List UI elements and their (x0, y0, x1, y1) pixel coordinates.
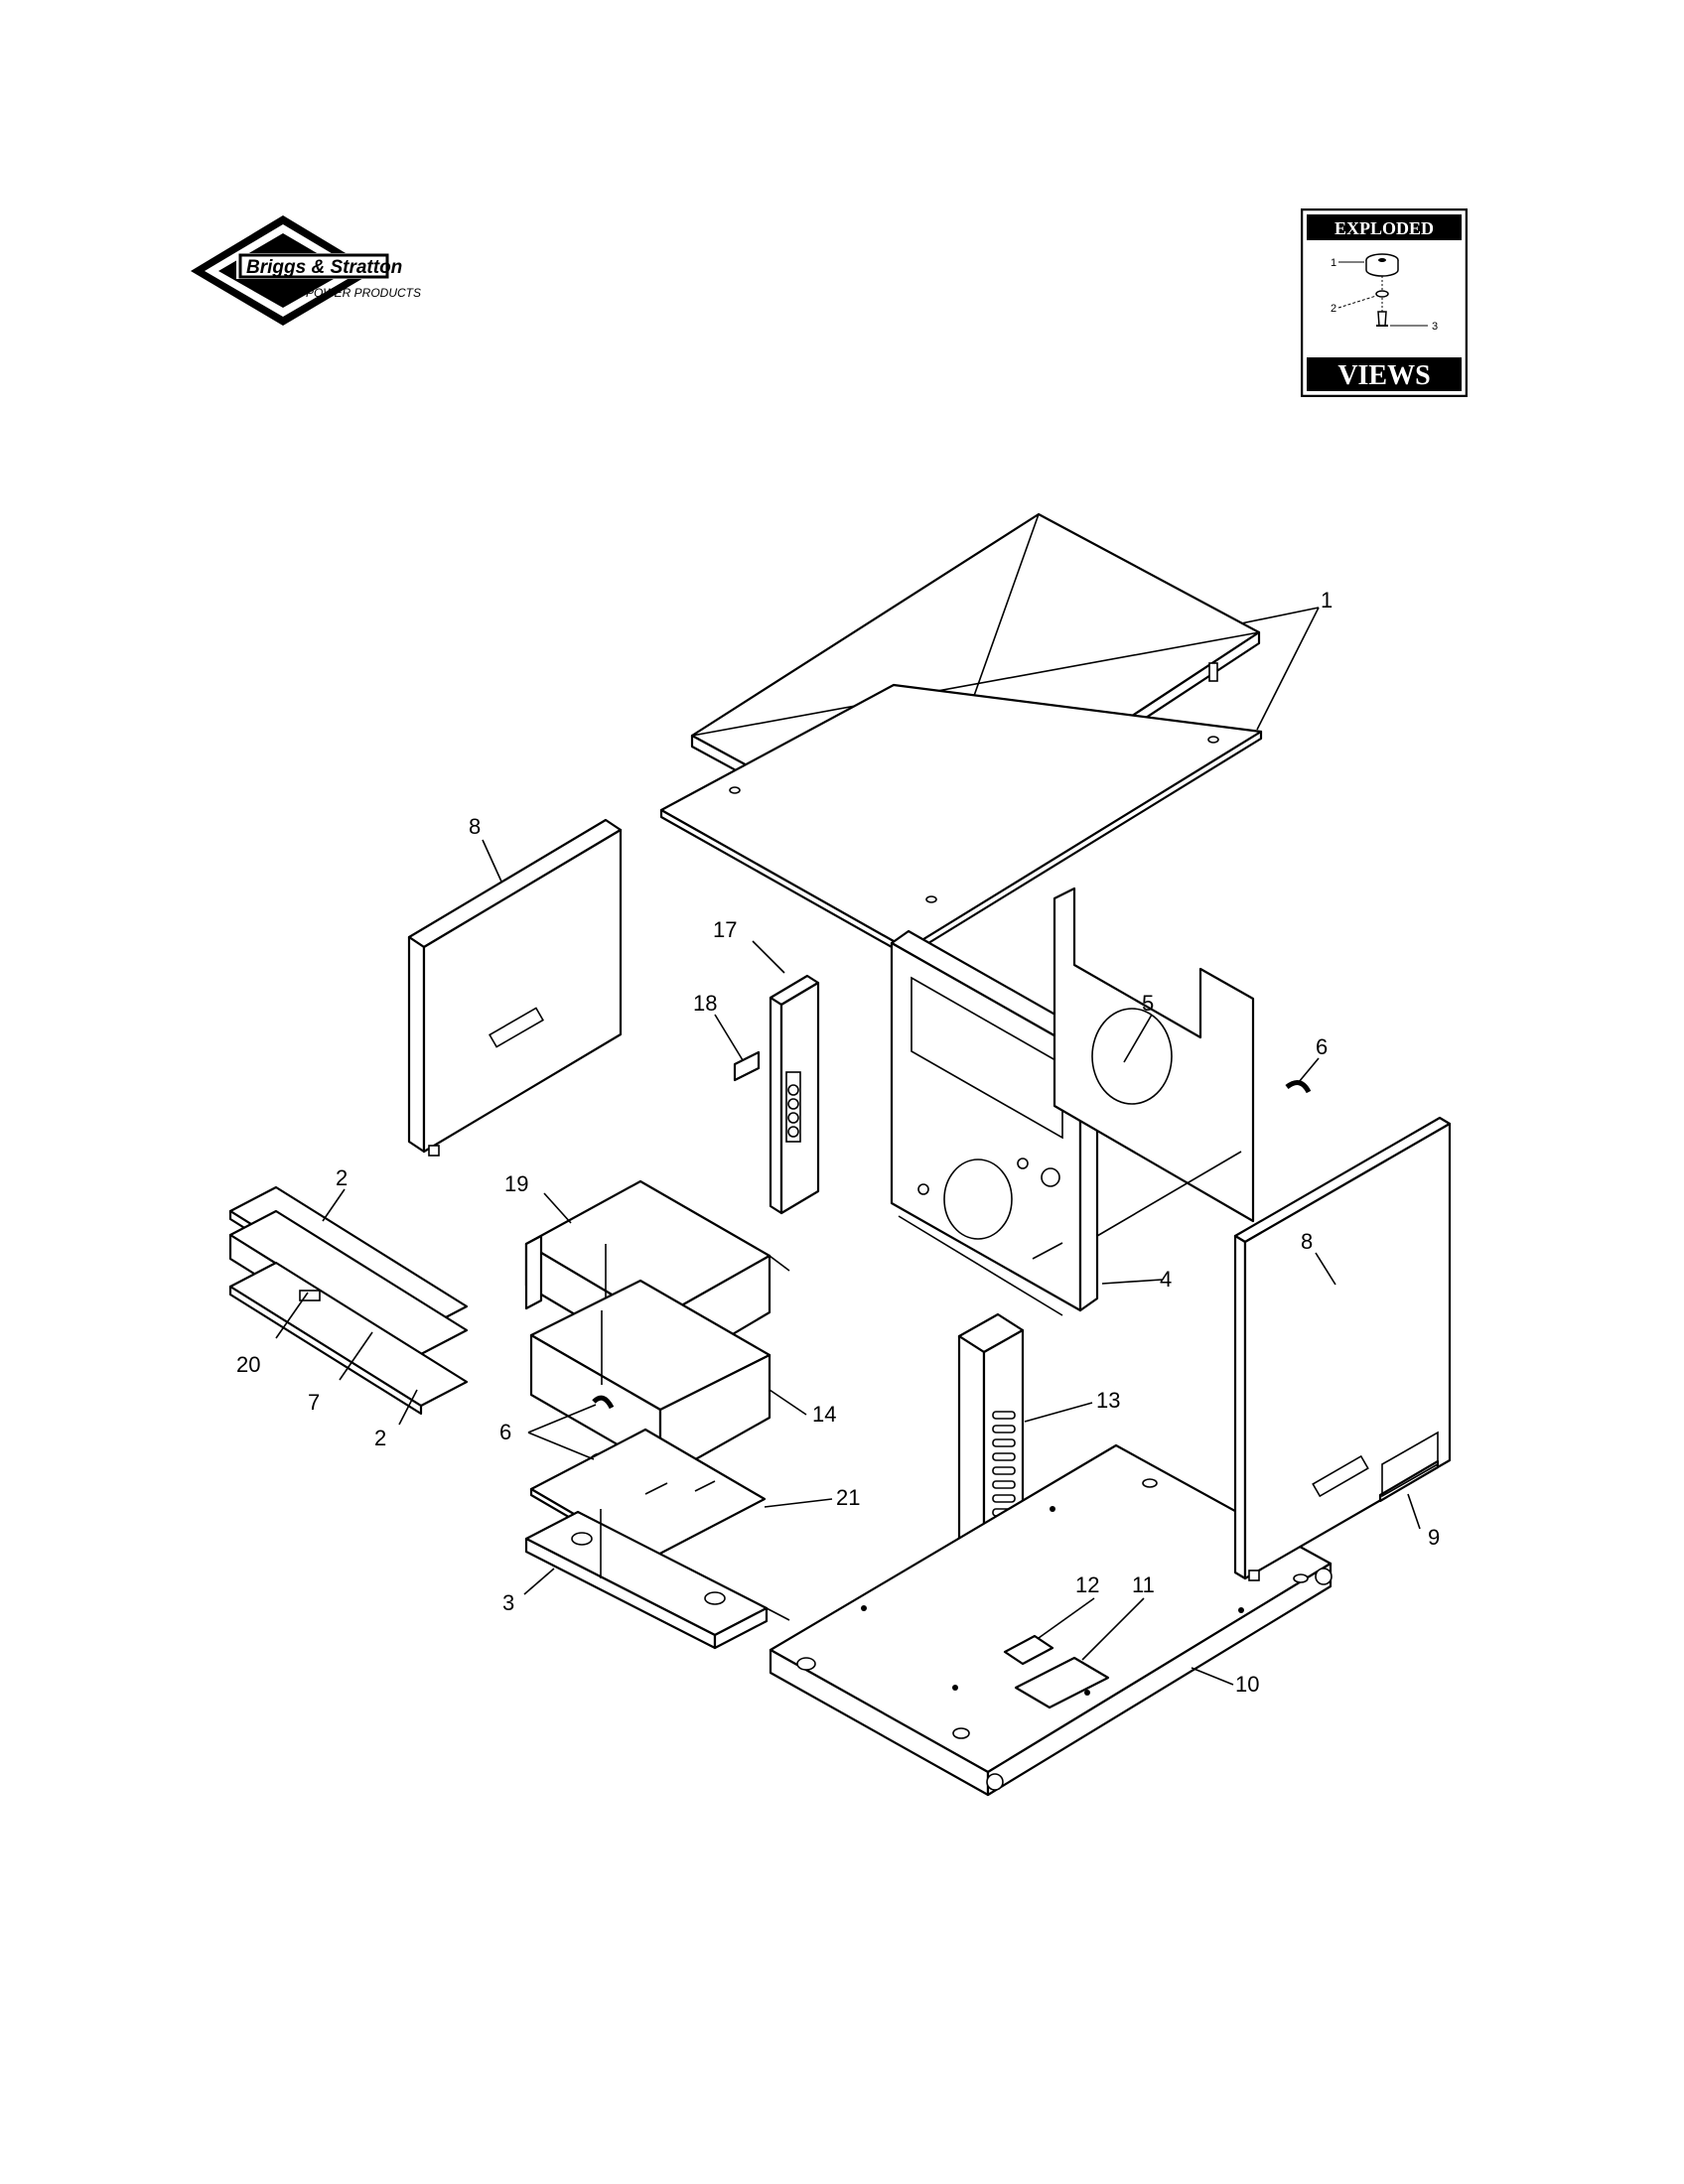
stacked-panels-part (228, 1185, 469, 1416)
logo-division-text: POWER PRODUCTS (306, 286, 421, 300)
callout-9: 9 (1428, 1525, 1440, 1550)
callout-6-right: 6 (1316, 1034, 1328, 1059)
callout-8-right: 8 (1301, 1229, 1313, 1254)
left-side-panel-part (407, 818, 623, 1157)
callout-1: 1 (1321, 588, 1333, 613)
badge-sample-2: 2 (1331, 303, 1336, 315)
callout-5: 5 (1142, 991, 1154, 1016)
exploded-views-badge: EXPLODED 1 2 3 VIEWS (1301, 208, 1468, 397)
right-side-panel-part (1233, 1116, 1452, 1581)
cable-clip-right-part (1285, 1080, 1312, 1094)
callout-20: 20 (236, 1352, 260, 1377)
callout-8-left: 8 (469, 814, 481, 839)
callout-7: 7 (308, 1390, 320, 1415)
leader-lines (275, 607, 1421, 1686)
decal-part-11 (1014, 1656, 1110, 1709)
callout-19: 19 (504, 1171, 528, 1196)
label-part-12 (1003, 1634, 1054, 1666)
divider-panel-part (1052, 887, 1255, 1237)
callout-13: 13 (1096, 1388, 1120, 1413)
callout-3: 3 (502, 1590, 514, 1615)
callout-numbers: 1 2 2 3 4 5 6 6 7 8 8 9 10 11 12 13 14 1… (236, 588, 1440, 1697)
logo-brand-text: Briggs & Stratton (246, 257, 402, 278)
badge-top-word: EXPLODED (1334, 218, 1434, 238)
callout-6-lower: 6 (499, 1420, 511, 1444)
badge-sample-1: 1 (1331, 257, 1336, 269)
briggs-stratton-logo: Briggs & Stratton POWER PRODUCTS (191, 215, 475, 326)
callout-2-bottom: 2 (374, 1426, 386, 1450)
base-frame-part (769, 1443, 1333, 1797)
callout-2-top: 2 (336, 1165, 348, 1190)
badge-sample-3: 3 (1432, 321, 1438, 333)
base-tray-part (524, 1509, 790, 1650)
front-control-panel-part (890, 929, 1099, 1316)
callout-4: 4 (1160, 1267, 1172, 1292)
lower-housing-box-part (529, 1279, 772, 1481)
callout-14: 14 (812, 1402, 836, 1427)
callout-21: 21 (836, 1485, 860, 1510)
callout-10: 10 (1235, 1672, 1259, 1697)
callout-12: 12 (1075, 1572, 1099, 1597)
control-strip-part (769, 974, 820, 1215)
badge-bottom-word: VIEWS (1337, 360, 1430, 391)
callout-17: 17 (713, 917, 737, 942)
callout-11: 11 (1132, 1572, 1155, 1597)
callout-18: 18 (693, 991, 717, 1016)
label-part-18 (733, 1050, 761, 1082)
